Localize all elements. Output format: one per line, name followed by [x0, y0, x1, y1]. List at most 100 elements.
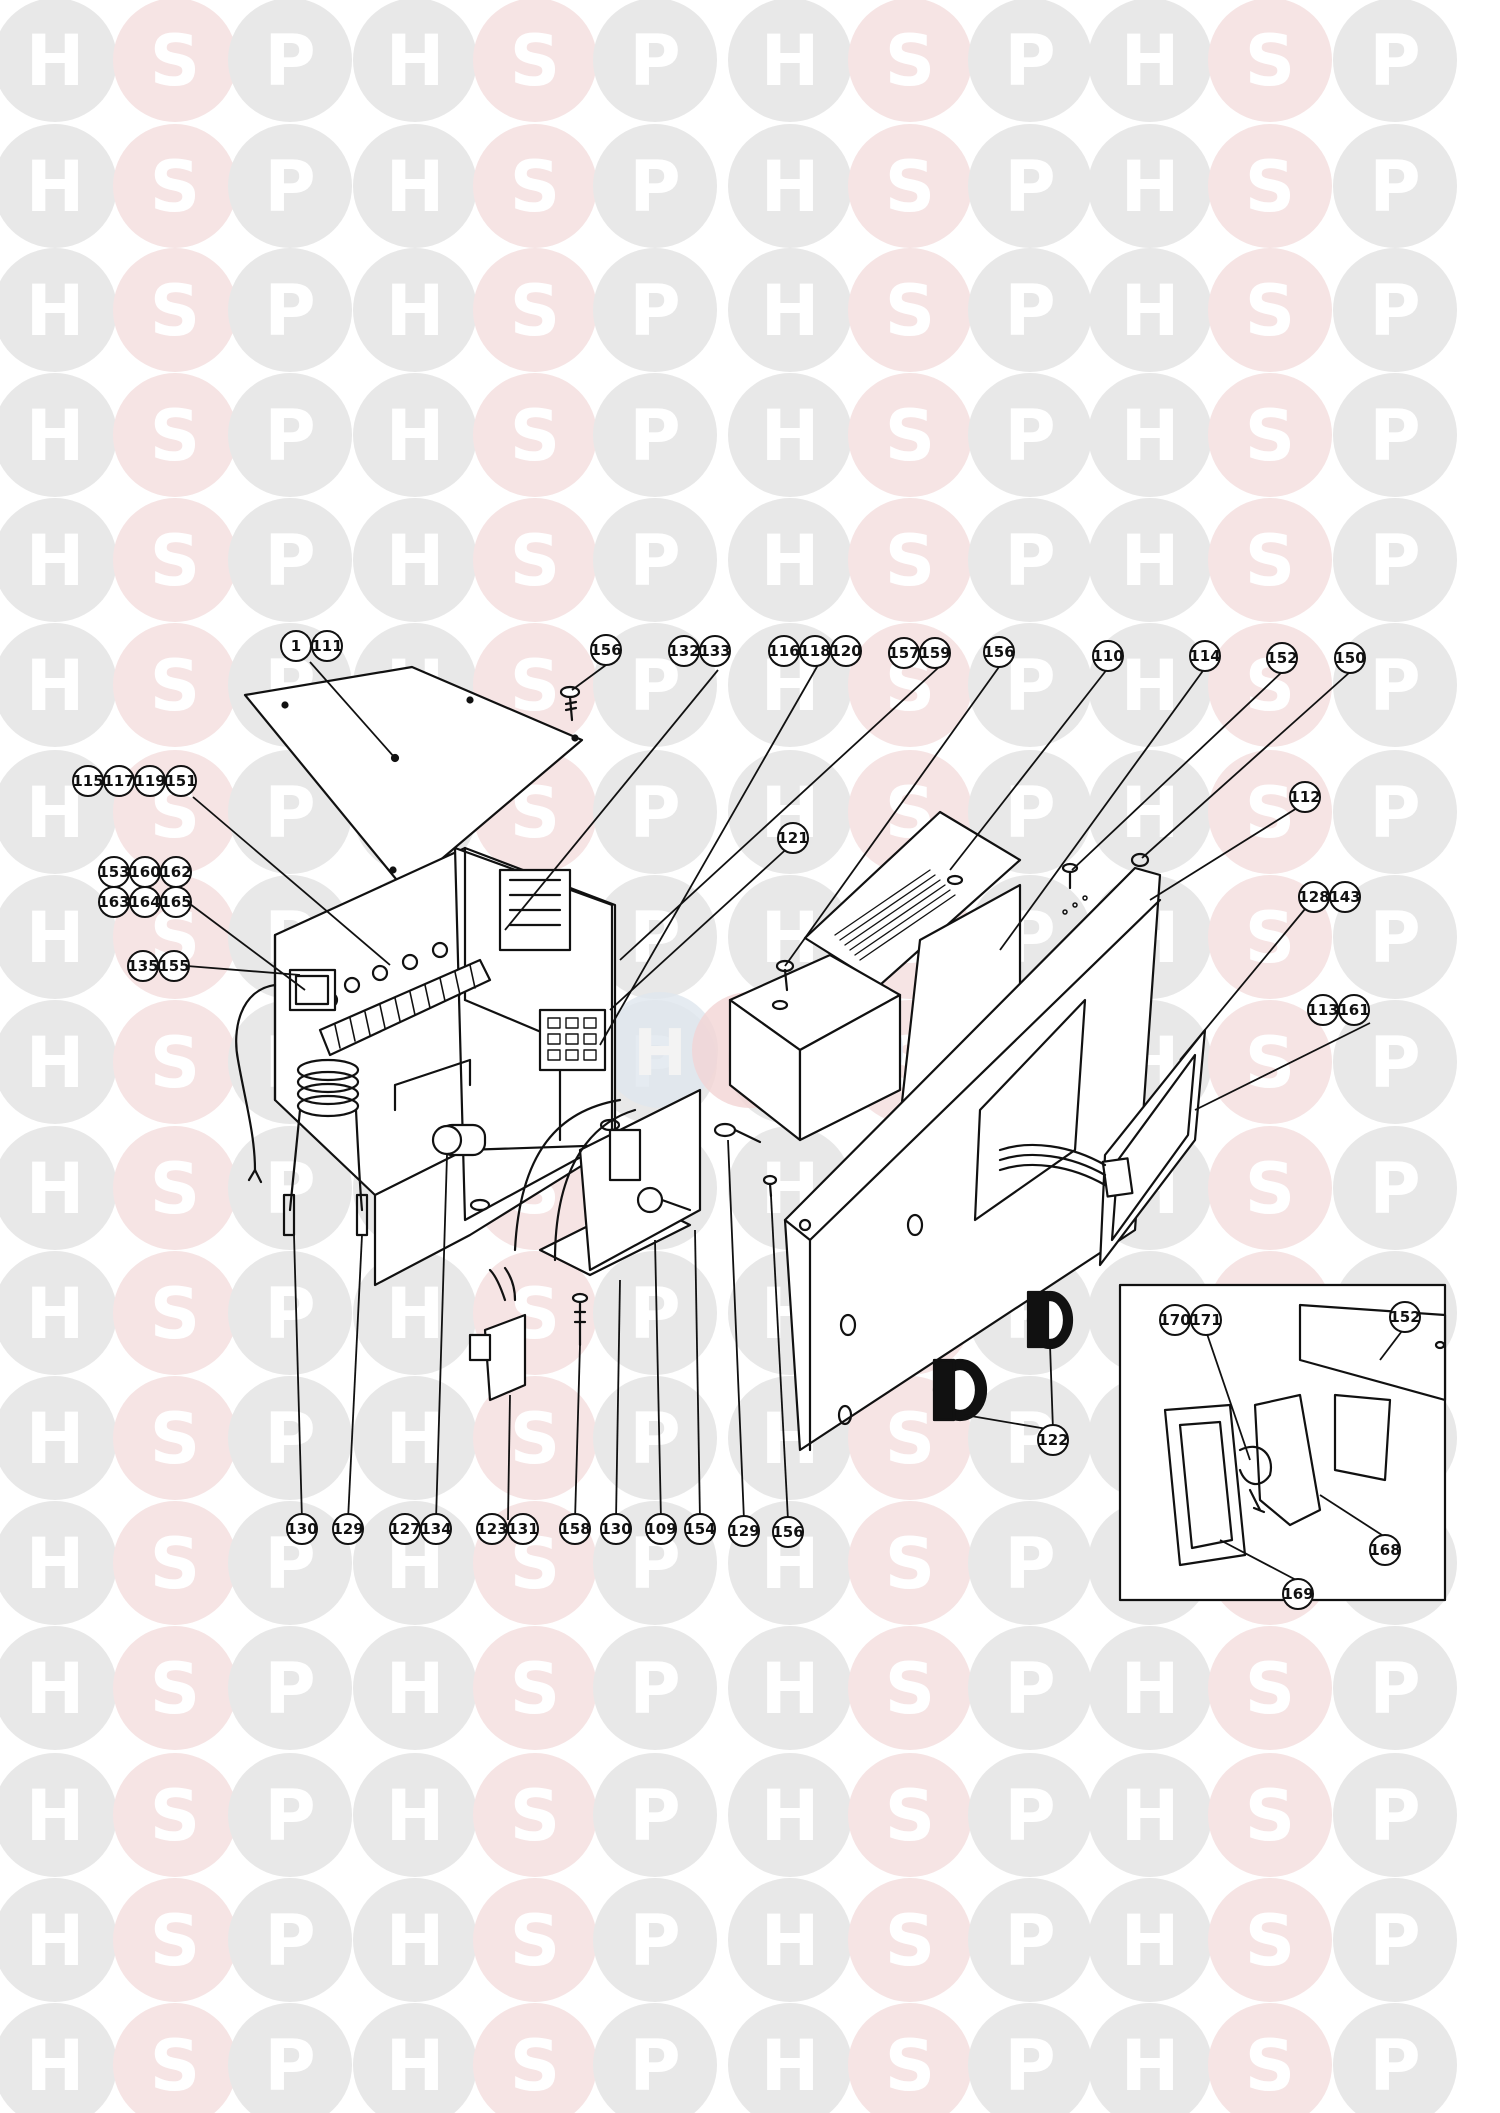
callout-c-155: 155: [158, 950, 190, 982]
parts-drawing: [235, 665, 1447, 1602]
callout-label: 158: [559, 1520, 590, 1538]
callout-c-156c: 156: [772, 1516, 804, 1548]
callout-label: 130: [600, 1520, 631, 1538]
leader-lines: [181, 661, 1406, 1582]
callout-c-117: 117: [103, 765, 135, 797]
callout-c-160: 160: [129, 856, 161, 888]
front-panel: [783, 852, 1162, 1452]
callout-label: 130: [286, 1520, 317, 1538]
callout-c-113: 113: [1307, 994, 1339, 1026]
callout-c-120: 120: [830, 635, 862, 667]
callout-c-133: 133: [699, 635, 731, 667]
callout-c-112: 112: [1289, 781, 1321, 813]
callout-c-110: 110: [1092, 640, 1124, 672]
callout-c-165: 165: [160, 886, 192, 918]
callout-label: 154: [684, 1520, 715, 1538]
callout-c-159: 159: [919, 637, 951, 669]
callout-label: 122: [1037, 1431, 1068, 1449]
callout-label: 118: [799, 642, 830, 660]
callout-label: 153: [98, 863, 129, 881]
callout-c-156a: 156: [590, 634, 622, 666]
callout-label: 156: [983, 643, 1014, 661]
callout-label: 111: [311, 637, 342, 655]
callout-c-163: 163: [98, 886, 130, 918]
callout-label: 143: [1329, 888, 1360, 906]
callout-label: 113: [1307, 1001, 1338, 1019]
callout-label: 151: [165, 772, 196, 790]
cover-plate: [243, 665, 584, 892]
callout-label: 129: [728, 1522, 759, 1540]
callout-c-122: 122: [1037, 1424, 1069, 1456]
callout-label: 164: [129, 893, 160, 911]
callout-label: 169: [1282, 1585, 1313, 1603]
callout-label: 152: [1389, 1308, 1420, 1326]
callout-label: 155: [158, 957, 189, 975]
callout-label: 159: [919, 644, 950, 662]
callout-c-171: 171: [1190, 1304, 1222, 1336]
callout-label: 116: [768, 642, 799, 660]
callout-label: 110: [1092, 647, 1123, 665]
callout-c-127: 127: [389, 1513, 421, 1545]
screw-158: [571, 1292, 589, 1347]
callout-c-129b: 129: [728, 1515, 760, 1547]
callout-label: 129: [332, 1520, 363, 1538]
callout-c-119: 119: [134, 765, 166, 797]
callout-c-152a: 152: [1266, 642, 1298, 674]
callout-label: 119: [134, 772, 165, 790]
screw-152: [1061, 862, 1079, 890]
callout-label: 1: [291, 637, 301, 655]
callout-label: 133: [699, 642, 730, 660]
mains-cable: [235, 983, 277, 1172]
thermostat-coil: [282, 1058, 369, 1237]
callout-c-118: 118: [799, 635, 831, 667]
callout-c-156b: 156: [983, 636, 1015, 668]
callout-label: 112: [1289, 788, 1320, 806]
callout-c-135: 135: [127, 950, 159, 982]
callout-label: 171: [1190, 1311, 1221, 1329]
callout-c-170: 170: [1159, 1304, 1191, 1336]
callout-c-151: 151: [165, 765, 197, 797]
callout-c-132: 132: [668, 635, 700, 667]
callout-c-154: 154: [684, 1513, 716, 1545]
callout-c-168: 168: [1369, 1534, 1401, 1566]
callout-c-153: 153: [98, 856, 130, 888]
callout-c-1: 1: [280, 630, 312, 662]
callout-c-111: 111: [311, 630, 343, 662]
transformer-assembly: [513, 810, 1022, 1277]
callout-label: 163: [98, 893, 129, 911]
callout-c-130b: 130: [600, 1513, 632, 1545]
callout-label: 150: [1334, 649, 1365, 667]
callout-label: 132: [668, 642, 699, 660]
callout-label: 128: [1298, 888, 1329, 906]
callout-label: 117: [103, 772, 134, 790]
callout-label: 127: [389, 1520, 420, 1538]
callout-label: 165: [160, 893, 191, 911]
callout-label: 121: [777, 829, 808, 847]
pcb-123: [468, 1266, 527, 1402]
callout-c-121: 121: [777, 822, 809, 854]
callout-c-134: 134: [420, 1513, 452, 1545]
callout-c-114: 114: [1189, 640, 1221, 672]
screw-156-top: [559, 685, 581, 722]
screw-156-bottom: [762, 1174, 778, 1198]
callout-c-115: 115: [72, 765, 104, 797]
callout-c-143: 143: [1329, 881, 1361, 913]
callout-label: 115: [72, 772, 103, 790]
callout-c-169: 169: [1282, 1578, 1314, 1610]
callout-label: 109: [645, 1520, 676, 1538]
callout-label: 157: [888, 644, 919, 662]
callout-c-131: 131: [507, 1513, 539, 1545]
callout-label: 170: [1159, 1311, 1190, 1329]
callout-c-152b: 152: [1389, 1301, 1421, 1333]
callout-label: 156: [772, 1523, 803, 1541]
callout-c-129a: 129: [332, 1513, 364, 1545]
callout-c-158: 158: [559, 1513, 591, 1545]
callout-label: 134: [420, 1520, 451, 1538]
callout-label: 152: [1266, 649, 1297, 667]
callout-label: 131: [507, 1520, 538, 1538]
callout-c-157: 157: [888, 637, 920, 669]
callout-c-164: 164: [129, 886, 161, 918]
callout-label: 135: [127, 957, 158, 975]
callout-label: 156: [590, 641, 621, 659]
